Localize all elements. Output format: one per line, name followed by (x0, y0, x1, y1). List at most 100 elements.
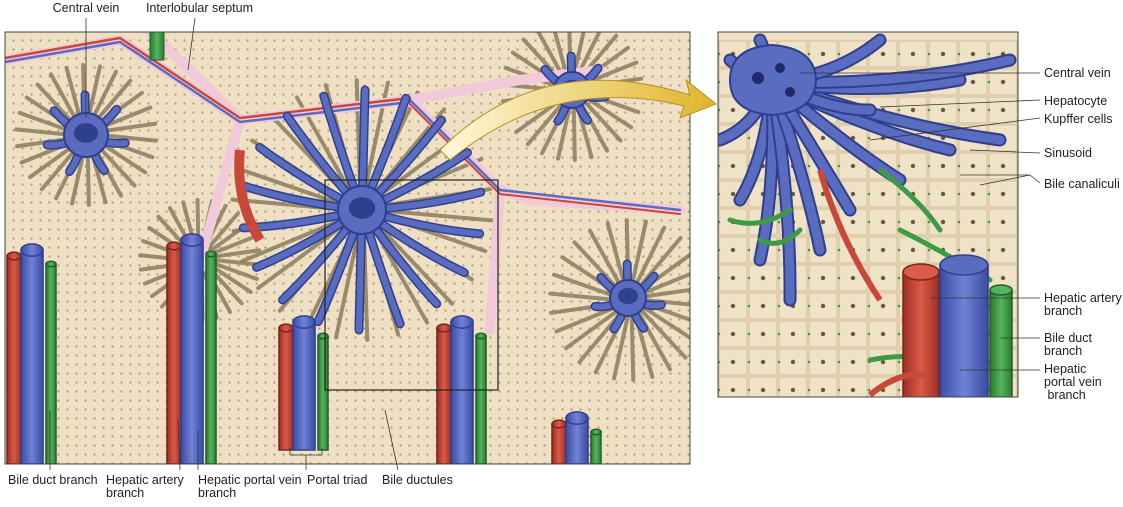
main-lobule-panel (5, 32, 690, 464)
label-hepatic-portal-vein-branch: Hepatic portal vein branch (198, 473, 302, 500)
label-bile-duct-branch-zoom: Bile duct branch (1044, 331, 1092, 358)
hepatocyte-nucleus (730, 107, 736, 113)
hepatic-cord (552, 272, 619, 299)
hepatic-cord (212, 258, 262, 267)
hepatocyte-nucleus (820, 303, 826, 309)
bile-ductule (877, 167, 943, 233)
bile-canaliculus (718, 304, 721, 308)
hepatocyte-cell (1019, 349, 1047, 375)
hepatocyte-nucleus (1031, 304, 1035, 308)
hepatocyte-nucleus (1000, 247, 1006, 253)
bile-canaliculus (957, 192, 961, 196)
bile-canaliculus (747, 332, 751, 336)
hepatocyte-nucleus (880, 219, 886, 225)
hepatic-cord (629, 311, 636, 382)
hepatocyte-nucleus (1031, 248, 1035, 252)
label-bile-duct-branch: Bile duct branch (8, 473, 98, 487)
hepatocyte-nucleus (730, 387, 736, 393)
hepatocyte-nucleus (940, 191, 946, 197)
bile-canaliculus (807, 164, 811, 168)
bile-canaliculus (718, 276, 721, 280)
hepatocyte-nucleus (1031, 332, 1035, 336)
hepatic-portal-vein-branch (180, 239, 204, 464)
hepatic-artery-branch-zoom (902, 271, 940, 397)
central-vein-branches (42, 51, 666, 335)
hepatic-artery-branch (166, 245, 182, 464)
hepatic-artery-branch (6, 255, 22, 464)
hepatocyte-nucleus (910, 107, 916, 113)
leader-lines (49, 17, 1041, 471)
hepatocyte-nucleus (730, 331, 736, 337)
hepatic-cord (205, 211, 240, 251)
hepatocyte-nucleus (970, 247, 976, 253)
hepatic-artery-branch-top (278, 323, 294, 333)
hepatocyte-nucleus (1031, 164, 1035, 168)
hepatic-cord (28, 142, 78, 180)
vein-opening-zoom (939, 254, 989, 276)
hepatocyte-nucleus (730, 163, 736, 169)
hepatocyte-nucleus (940, 51, 946, 57)
hepatocyte-nucleus (910, 51, 916, 57)
hepatocyte-nucleus (790, 359, 796, 365)
hepatocyte-nucleus (970, 51, 976, 57)
hepatic-cord (210, 264, 253, 295)
hepatocyte-nucleus (970, 219, 976, 225)
bile-canaliculus (807, 332, 811, 336)
bile-canaliculus (927, 52, 931, 56)
hepatocyte-nucleus (1031, 220, 1035, 224)
bile-canaliculus (718, 80, 721, 84)
hepatic-artery-branch-top (6, 251, 22, 261)
hepatocyte-nucleus (850, 163, 856, 169)
hepatic-cord (85, 146, 91, 207)
hepatic-cord (632, 225, 667, 289)
hepatocyte-nucleus (940, 107, 946, 113)
bile-canaliculus (837, 360, 841, 364)
hepatocyte-nucleus (850, 331, 856, 337)
bile-canaliculus (777, 248, 781, 252)
hepatocyte-nucleus (880, 303, 886, 309)
hepatocyte-nucleus (1031, 276, 1035, 280)
hepatocyte-nucleus (1031, 192, 1035, 196)
hepatic-portal-vein-branch-top (180, 233, 204, 247)
label-central-vein-zoom: Central vein (1044, 66, 1111, 80)
hepatocyte-nucleus (940, 163, 946, 169)
hepatocyte-nucleus (940, 219, 946, 225)
bile-canaliculus (718, 360, 721, 364)
bile-ductule (757, 227, 803, 246)
bile-canaliculus (987, 220, 991, 224)
hepatic-artery-branch-top (166, 241, 182, 251)
bile-canaliculus (927, 220, 931, 224)
bile-canaliculus (718, 164, 721, 168)
label-bile-canaliculi: Bile canaliculi (1044, 177, 1120, 191)
hepatocyte-cell (1019, 181, 1047, 207)
hepatocyte-nucleus (910, 219, 916, 225)
hepatic-cord (552, 32, 570, 79)
hepatocyte-cell (988, 180, 1018, 208)
hepatocyte-nucleus (790, 331, 796, 337)
bile-canaliculus (777, 304, 781, 308)
hepatic-cord (35, 82, 78, 128)
hepatocyte-cell (1019, 209, 1047, 235)
bile-canaliculus (957, 164, 961, 168)
bile-canaliculus (987, 52, 991, 56)
central-vein-lumen (618, 287, 638, 305)
bile-canaliculus (957, 108, 961, 112)
bile-canaliculus (807, 248, 811, 252)
hepatic-cord (580, 97, 623, 143)
hepatic-cord (587, 228, 625, 291)
bile-canaliculus (747, 304, 751, 308)
bile-canaliculus (837, 276, 841, 280)
label-kupffer-cells: Kupffer cells (1044, 112, 1113, 126)
bile-canaliculus (987, 108, 991, 112)
bile-ductule (727, 207, 793, 226)
artery-opening (902, 263, 940, 281)
hepatocyte-nucleus (970, 191, 976, 197)
bile-canaliculus (807, 388, 811, 392)
hepatic-cord (211, 261, 259, 281)
hepatic-cord (91, 78, 133, 126)
bile-duct-branch-top (45, 260, 57, 268)
hepatic-cord (39, 144, 81, 192)
hepatocyte-cell (1019, 293, 1047, 319)
bile-canaliculus (837, 388, 841, 392)
